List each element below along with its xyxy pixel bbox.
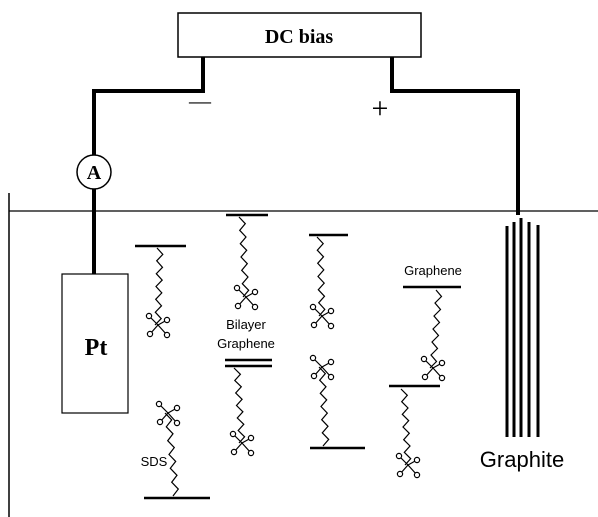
sds-tail (429, 289, 443, 369)
sds-tail (233, 367, 246, 444)
sds-tail (400, 388, 412, 466)
graphite-label: Graphite (480, 447, 564, 472)
bilayer-label-line1: Bilayer (226, 317, 266, 332)
sds-head (145, 312, 171, 339)
sds-head (233, 284, 259, 311)
sds-tail (316, 236, 326, 317)
sds-tail (318, 366, 330, 447)
sds-tail (238, 216, 250, 298)
ammeter-label: A (87, 162, 102, 184)
sds-head (395, 452, 421, 479)
plus-sign: + (372, 92, 389, 125)
pt-electrode (61, 273, 129, 414)
graphite-electrode (505, 218, 540, 437)
sds-molecules (145, 216, 446, 497)
sds-tail (164, 412, 180, 497)
sds-head (309, 354, 335, 381)
minus-sign: — (188, 88, 212, 113)
graphene-label: Graphene (404, 263, 462, 278)
sds-head (229, 430, 255, 457)
pt-label: Pt (85, 335, 108, 361)
sds-head (309, 303, 335, 330)
sds-tail (154, 247, 164, 326)
sds-head (155, 400, 181, 427)
dc-bias-label: DC bias (265, 26, 334, 48)
bilayer-label-line2: Graphene (217, 336, 275, 351)
sds-head (420, 355, 446, 382)
negative-wire (92, 57, 205, 155)
dc-bias-box (177, 12, 422, 58)
positive-wire (390, 57, 520, 215)
sds-label: SDS (141, 454, 168, 469)
